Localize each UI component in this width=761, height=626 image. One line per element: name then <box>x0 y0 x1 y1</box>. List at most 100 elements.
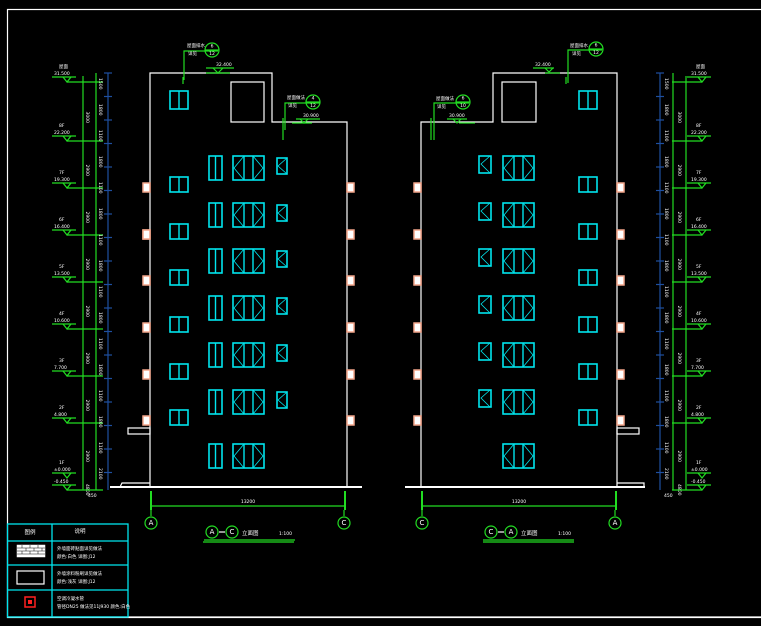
left-wide-window <box>232 295 265 321</box>
right-wide-window <box>502 389 535 415</box>
left-axis-bubble-a <box>144 516 158 530</box>
left-level-floor: 7F <box>59 170 65 176</box>
left-level-elevation: 7.700 <box>54 365 67 371</box>
left-wide-window <box>232 389 265 415</box>
legend-row-1-line2: 颜色:白色 详图:J12 <box>57 553 96 560</box>
right-inner-dim-text: 1100 <box>663 234 669 246</box>
right-small-window <box>478 155 492 174</box>
left-inner-dim-text: 1800 <box>97 312 103 324</box>
right-small-window <box>478 248 492 267</box>
right-roof-top-elevation: 32.400 <box>535 62 551 68</box>
right-level-elevation: 31.500 <box>691 71 707 77</box>
left-axis-label-a: A <box>149 519 154 527</box>
legend-row-3-line2: 管径DN25 做法见11J930 颜色:白色 <box>57 603 131 610</box>
left-stair-core-box <box>230 81 265 123</box>
left-roof-note-1b: 详见 <box>188 50 197 57</box>
right-wall-fixture <box>413 322 422 333</box>
right-wide-window <box>502 342 535 368</box>
right-small-window <box>478 202 492 221</box>
right-roof-note-1b: 详见 <box>572 50 581 57</box>
right-wide-window <box>502 155 535 181</box>
right-index-2-bottom: 10 <box>460 103 466 109</box>
left-outer-dim-text: 2900 <box>84 259 90 271</box>
left-index-1-top: 6 <box>211 44 214 50</box>
right-level-floor: 6F <box>696 217 702 223</box>
left-title-bubble-from <box>205 525 219 539</box>
right-step <box>617 482 645 487</box>
left-roof-top-elevation: 32.400 <box>216 62 232 68</box>
left-level-elevation: 10.600 <box>54 318 70 324</box>
left-index-2-bottom: 12 <box>310 103 316 109</box>
left-inner-dim-text: 1800 <box>97 156 103 168</box>
right-wall-fixture <box>413 369 422 380</box>
right-index-2-top: 6 <box>462 96 465 102</box>
right-level-elevation: 16.400 <box>691 224 707 230</box>
right-outer-dim-text: 2900 <box>676 353 682 365</box>
left-wall-fixture <box>346 415 355 426</box>
left-canopy <box>127 427 151 435</box>
svg-text:450: 450 <box>664 493 673 499</box>
legend-header-symbol: 图例 <box>24 528 36 536</box>
left-outer-dim-text: 2900 <box>84 212 90 224</box>
left-index-1-bottom: 12 <box>209 51 215 57</box>
right-axis-bubble-c <box>415 516 429 530</box>
right-wide-window <box>502 443 535 469</box>
left-inner-dim-text: 1100 <box>97 286 103 298</box>
right-level-elevation: -0.450 <box>691 479 706 485</box>
left-inner-dim-text: 1100 <box>97 182 103 194</box>
left-roof-note-2: 屋面做法 <box>287 94 305 101</box>
left-level-elevation: 16.400 <box>54 224 70 230</box>
left-level-elevation: 13.500 <box>54 271 70 277</box>
left-title-axis-from: A <box>210 528 215 536</box>
right-wall-fixture <box>413 415 422 426</box>
right-axis-label-a: A <box>613 519 618 527</box>
legend-row-3-line1: 空调冷凝水管 <box>57 595 84 602</box>
plain-rect-icon <box>16 570 45 585</box>
right-wall-fixture <box>616 182 625 193</box>
right-outer-dim-text: 2900 <box>676 212 682 224</box>
right-level-floor: 2F <box>696 405 702 411</box>
left-level-floor: 2F <box>59 405 65 411</box>
right-inner-dim-text: 1800 <box>663 208 669 220</box>
right-wall-fixture <box>616 322 625 333</box>
left-inner-dim-text: 1800 <box>97 364 103 376</box>
left-inner-dim-text: 1100 <box>97 338 103 350</box>
legend-table: 图例 说明 外墙面砖贴面详见做法 颜色:白色 详图:J12 外墙涂料粉刷详见做法… <box>6 523 131 618</box>
left-inner-dim-text: 1100 <box>97 130 103 142</box>
right-inner-dim-text: 1800 <box>663 364 669 376</box>
right-inner-dim-text: 1100 <box>663 182 669 194</box>
right-level-floor: 8F <box>696 123 702 129</box>
right-outer-dim-text: 2900 <box>676 165 682 177</box>
left-outer-dim-text: 2900 <box>84 306 90 318</box>
left-level-floor: 屋面 <box>59 64 68 70</box>
left-wide-window <box>232 342 265 368</box>
left-step <box>119 482 150 488</box>
right-axis-bubble-a <box>608 516 622 530</box>
right-canopy <box>616 427 640 435</box>
left-small-window <box>276 391 288 409</box>
left-wall-fixture <box>142 369 151 380</box>
right-inner-dim-text: 1100 <box>663 442 669 454</box>
right-level-elevation: 22.200 <box>691 130 707 136</box>
left-wall-fixture <box>142 415 151 426</box>
right-inner-dim-text: 1800 <box>663 156 669 168</box>
left-inner-dim-text: 2100 <box>97 468 103 480</box>
right-elevation-title: 立面图 <box>521 529 538 537</box>
left-wide-window <box>232 202 265 228</box>
right-inner-dim-text: 2100 <box>663 468 669 480</box>
left-wide-window <box>232 443 265 469</box>
left-roof-annotations: 6 12 屋面排水 详见 32.400 4 12 屋面做法 详见 30.900 <box>182 42 321 140</box>
left-level-floor: 8F <box>59 123 65 129</box>
left-inner-dim-text: 1500 <box>97 78 103 90</box>
right-title-axis-from: C <box>489 528 494 536</box>
right-roof-note-2b: 详见 <box>437 103 446 110</box>
right-inner-dim-text: 1800 <box>663 260 669 272</box>
right-index-1-bottom: 12 <box>593 50 599 56</box>
right-level-elevation: 19.300 <box>691 177 707 183</box>
left-level-elevation: 31.500 <box>54 71 70 77</box>
left-wall-fixture <box>142 182 151 193</box>
right-wall-fixture <box>616 369 625 380</box>
left-outer-dim-text: 2900 <box>84 353 90 365</box>
left-outer-dim-text: 3000 <box>84 112 90 124</box>
right-wall-fixture <box>616 229 625 240</box>
